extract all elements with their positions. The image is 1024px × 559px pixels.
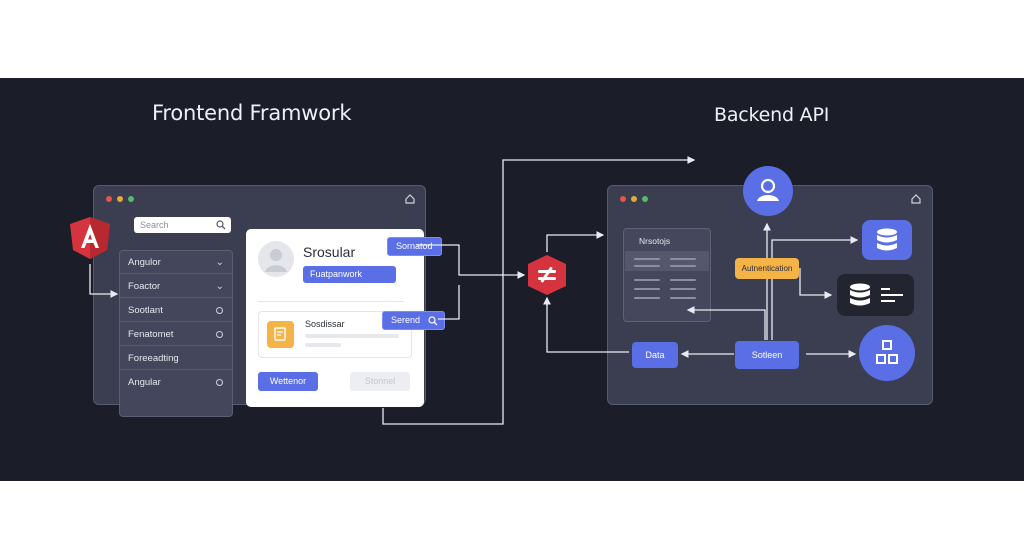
secondary-button[interactable]: Stonnel [350,372,410,391]
table-line [670,297,696,299]
nav-item-label: Foreeadting [128,353,179,364]
data-node[interactable]: Data [632,342,678,368]
user-node[interactable] [743,166,793,216]
chevron-down-icon: ⌄ [215,257,224,268]
minimize-dot[interactable] [117,196,123,202]
radio-icon [216,307,223,314]
service-label: Sotleen [751,350,783,360]
modules-node[interactable] [859,325,915,381]
maximize-dot[interactable] [642,196,648,202]
nav-item-foactor[interactable]: Foactor ⌄ [120,275,232,298]
table-line [634,265,660,267]
placeholder-bar [305,334,399,338]
nav-item-label: Angulor [128,257,161,268]
nav-item-angular[interactable]: Angular [120,371,232,394]
service-node[interactable]: Sotleen [735,341,799,369]
modules-icon [876,340,898,364]
home-icon[interactable] [405,194,415,204]
card-title: Srosular [303,244,356,260]
inner-panel: Sosdissar [258,311,412,358]
nav-item-label: Fenatomet [128,329,174,340]
table-line [634,258,660,260]
avatar [258,241,294,277]
close-dot[interactable] [106,196,112,202]
search-icon [216,220,226,230]
table-line [670,265,696,267]
window-controls [620,196,648,202]
floating-chip-search[interactable]: Serend [382,311,446,330]
auth-node[interactable]: Autnentication [735,258,799,279]
placeholder-bar [305,343,341,347]
database-list-icon [850,283,903,306]
nav-item-label: Sootlant [128,305,163,316]
search-input[interactable]: Search [134,217,231,233]
table-panel: Nrsotojs [623,228,711,322]
radio-icon [216,379,223,386]
table-line [670,288,696,290]
maximize-dot[interactable] [128,196,134,202]
home-icon[interactable] [911,194,921,204]
sidebar-nav: Angulor ⌄ Foactor ⌄ Sootlant Fenatomet F… [119,250,233,417]
chevron-down-icon: ⌄ [215,281,224,292]
database-icon [877,228,897,251]
minimize-dot[interactable] [631,196,637,202]
search-icon [428,316,438,326]
primary-button[interactable]: Wettenor [258,372,318,391]
close-dot[interactable] [620,196,626,202]
table-line [634,279,660,281]
floating-chip-label: Serend [391,315,421,325]
database-node[interactable] [862,220,912,260]
nav-item-sootlant[interactable]: Sootlant [120,299,232,322]
connector-lines [89,156,859,425]
nav-item-label: Foactor [128,281,161,292]
frontend-title: Frontend Framwork [152,101,352,125]
user-icon [265,249,287,272]
table-line [634,297,660,299]
nav-item-fenatomet[interactable]: Fenatomet [120,323,232,346]
nav-item-label: Angular [128,377,161,388]
diagram-canvas: Frontend Framwork Backend API Search Ang… [0,78,1024,481]
window-controls [106,196,134,202]
table-line [634,288,660,290]
framework-chip[interactable]: Fuatpanwork [303,266,396,283]
table-title: Nrsotojs [639,236,671,246]
database-list-node[interactable] [837,274,914,316]
floating-chip-top[interactable]: Sornatod [387,237,442,256]
backend-title: Backend API [714,104,830,126]
table-line [670,258,696,260]
search-placeholder: Search [140,220,169,230]
nav-item-foreeadting[interactable]: Foreeadting [120,347,232,370]
divider [258,301,404,302]
inner-label: Sosdissar [305,319,345,329]
document-icon [267,321,294,348]
gateway-icon[interactable] [526,254,568,296]
user-icon [757,178,779,201]
table-line [670,279,696,281]
nav-item-angulor[interactable]: Angulor ⌄ [120,251,232,274]
radio-icon [216,331,223,338]
angular-logo-icon [70,217,110,259]
